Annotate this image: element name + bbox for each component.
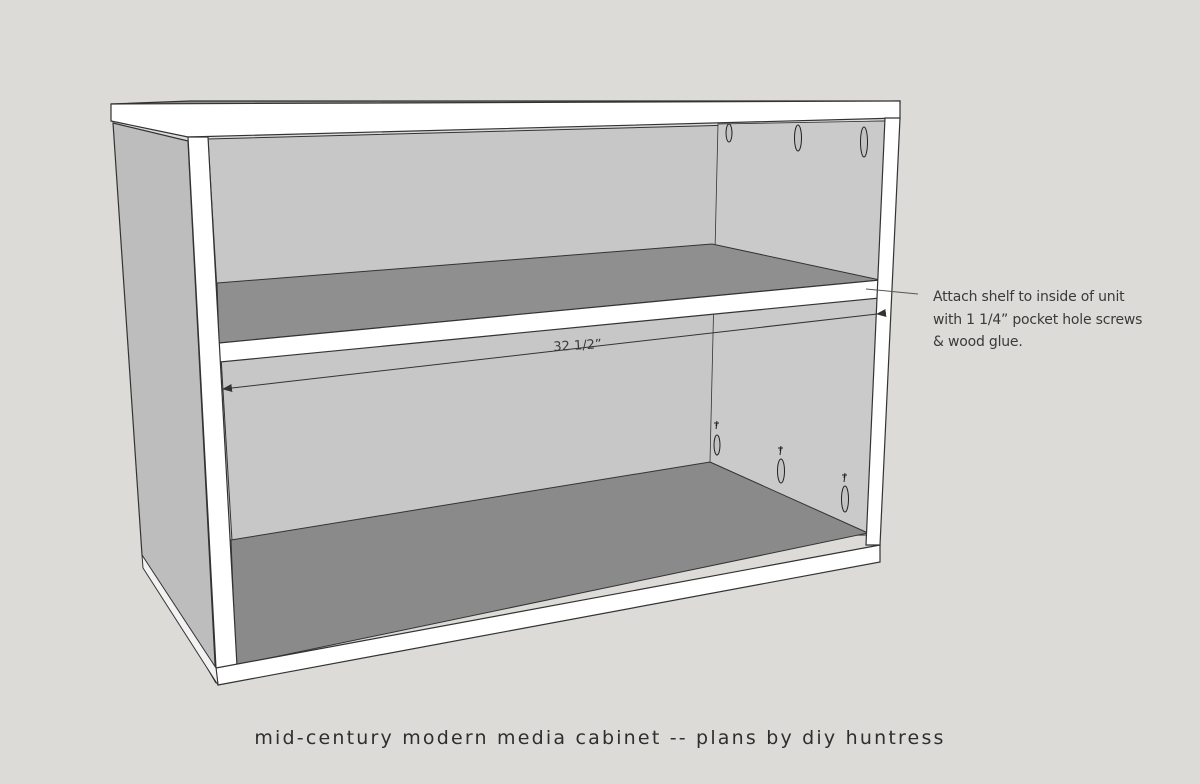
top-front-edge: [110, 100, 901, 138]
pocket-hole-low-1: [713, 434, 721, 456]
callout-leader: [865, 288, 919, 295]
pocket-hole-top-3: [860, 126, 868, 158]
dimension-line: [222, 309, 887, 392]
callout-line-1: Attach shelf to inside of unit: [933, 289, 1125, 305]
shelf-callout: Attach shelf to inside of unit with 1 1/…: [933, 286, 1173, 354]
pocket-hole-low-2: [777, 458, 785, 484]
callout-line-2: with 1 1/4” pocket hole screws: [933, 311, 1143, 328]
interior-right-wall: [709, 120, 886, 534]
plan-caption: mid-century modern media cabinet -- plan…: [254, 727, 946, 749]
left-outer-side: [112, 122, 217, 684]
pocket-hole-low-3: [841, 485, 849, 513]
pocket-hole-top-1: [725, 123, 733, 143]
pocket-hole-top-2: [794, 124, 802, 152]
left-bottom-edge: [141, 554, 219, 686]
callout-line-3: & wood glue.: [933, 334, 1023, 350]
screw-icon: [714, 420, 847, 483]
dimension-label: 32 1/2”: [553, 337, 603, 355]
